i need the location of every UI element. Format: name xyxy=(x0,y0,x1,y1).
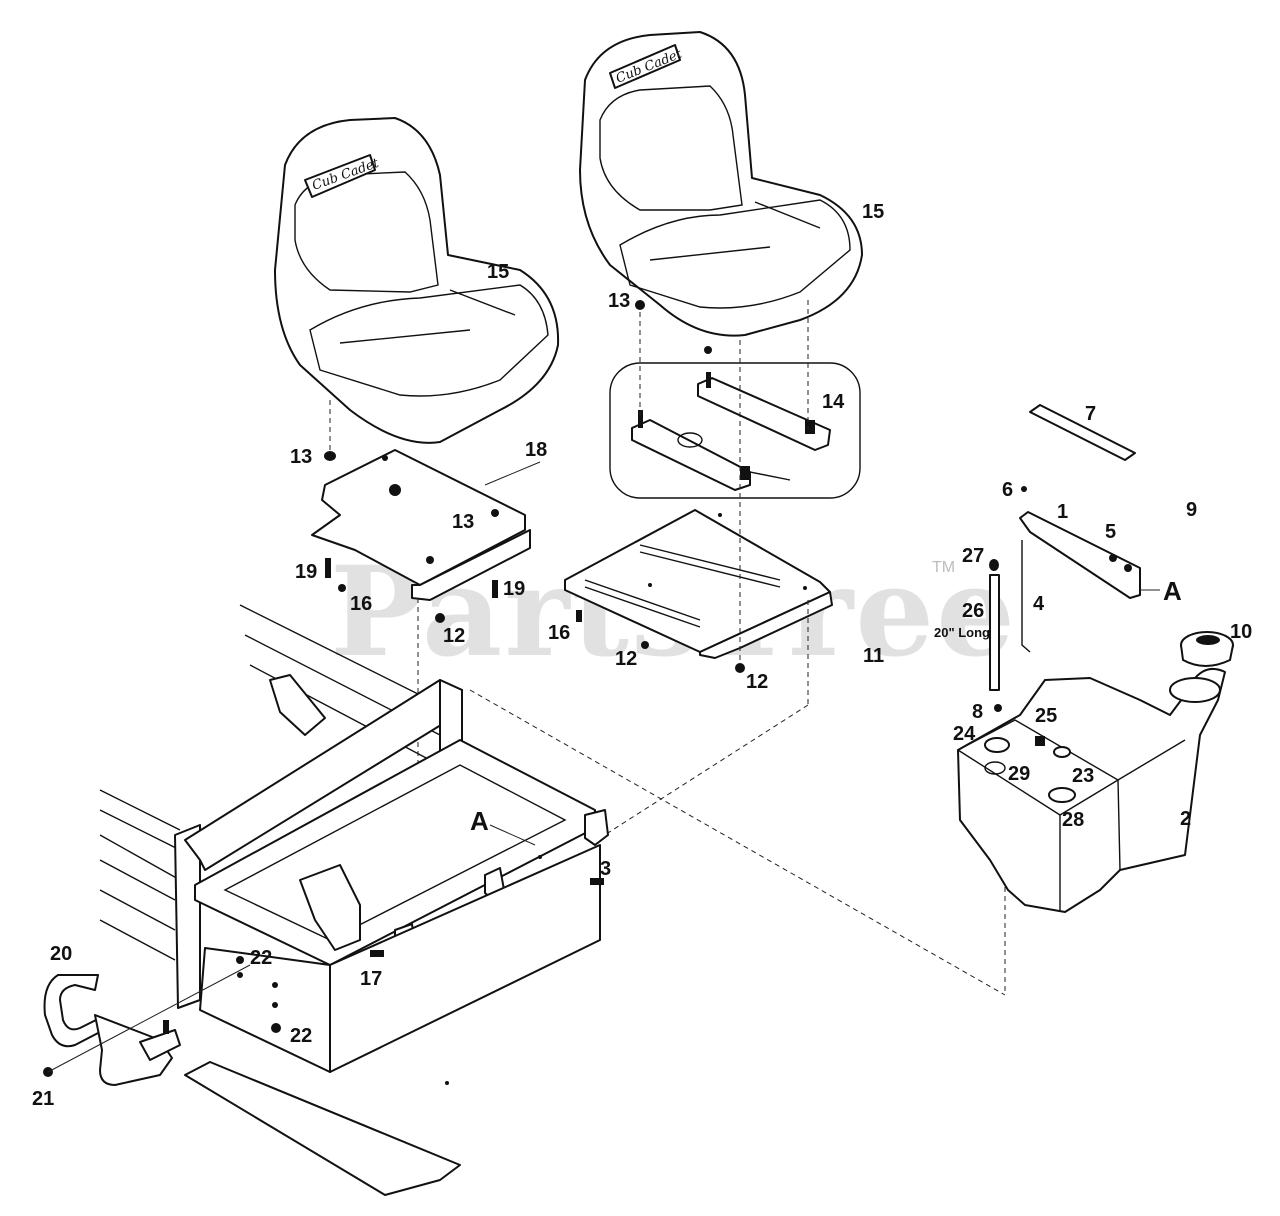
tank-rod[interactable] xyxy=(1021,540,1031,653)
callout-17: 17 xyxy=(360,968,382,990)
callout-15: 15 xyxy=(487,261,509,283)
fuel-cap[interactable] xyxy=(1180,631,1234,667)
callout-2: 2 xyxy=(1180,808,1191,830)
callout-3: 3 xyxy=(600,858,611,880)
callout-13: 13 xyxy=(608,290,630,312)
callout-5: 5 xyxy=(1105,521,1116,543)
callout-25: 25 xyxy=(1035,705,1057,727)
hardware xyxy=(1021,486,1027,492)
callout-11: 11 xyxy=(863,645,884,667)
left-seat[interactable]: Cub Cadet xyxy=(274,117,560,444)
callout-8: 8 xyxy=(972,701,983,723)
leader-line xyxy=(469,689,1006,996)
callout-12: 12 xyxy=(746,671,768,693)
callout-27: 27 xyxy=(962,545,984,567)
callout-15: 15 xyxy=(862,201,884,223)
fuel-tank[interactable] xyxy=(956,667,1226,913)
leader-line xyxy=(489,824,536,846)
callout-9: 9 xyxy=(1186,499,1197,521)
seat-adjuster-assembly[interactable] xyxy=(609,362,861,499)
callout-12: 12 xyxy=(615,648,637,670)
callout-29: 29 xyxy=(1008,763,1030,785)
callout-28: 28 xyxy=(1062,809,1084,831)
callout-7: 7 xyxy=(1085,403,1096,425)
callout-12: 12 xyxy=(443,625,465,647)
callout-4: 4 xyxy=(1033,593,1045,615)
callout-14: 14 xyxy=(822,391,845,413)
hardware xyxy=(576,300,745,673)
callout-24: 24 xyxy=(953,723,976,745)
callout-23: 23 xyxy=(1072,765,1094,787)
leader-line xyxy=(47,964,251,1073)
section-marker-a: A xyxy=(470,806,489,836)
callout-16: 16 xyxy=(548,622,570,644)
callout-19: 19 xyxy=(503,578,525,600)
section-marker-a: A xyxy=(1163,576,1182,606)
tank-bracket[interactable] xyxy=(1019,511,1141,599)
grab-handle[interactable] xyxy=(43,974,181,1086)
right-seat[interactable]: Cub Cadet xyxy=(579,31,863,337)
hardware xyxy=(236,878,604,1033)
leader-line xyxy=(484,461,541,486)
callout-6: 6 xyxy=(1002,479,1013,501)
callout-13: 13 xyxy=(452,511,474,533)
callout-13: 13 xyxy=(290,446,312,468)
leader-line xyxy=(599,704,809,839)
callout-22: 22 xyxy=(250,947,272,969)
callout-1: 1 xyxy=(1057,501,1068,523)
callout-26-note: 20" Long xyxy=(934,625,990,640)
callout-26: 26 xyxy=(962,600,984,622)
frame-assembly[interactable] xyxy=(99,604,609,1196)
watermark-trademark: TM xyxy=(932,559,955,576)
hardware xyxy=(324,451,498,623)
callout-18: 18 xyxy=(525,439,547,461)
callout-21: 21 xyxy=(32,1088,54,1110)
left-seat-plate[interactable] xyxy=(311,449,531,601)
callout-22: 22 xyxy=(290,1025,312,1047)
vent-hose[interactable] xyxy=(989,559,1002,712)
callout-10: 10 xyxy=(1230,621,1252,643)
callout-16: 16 xyxy=(350,593,372,615)
tank-strap[interactable] xyxy=(1029,404,1136,461)
callout-20: 20 xyxy=(50,943,72,965)
callout-19: 19 xyxy=(295,561,317,583)
